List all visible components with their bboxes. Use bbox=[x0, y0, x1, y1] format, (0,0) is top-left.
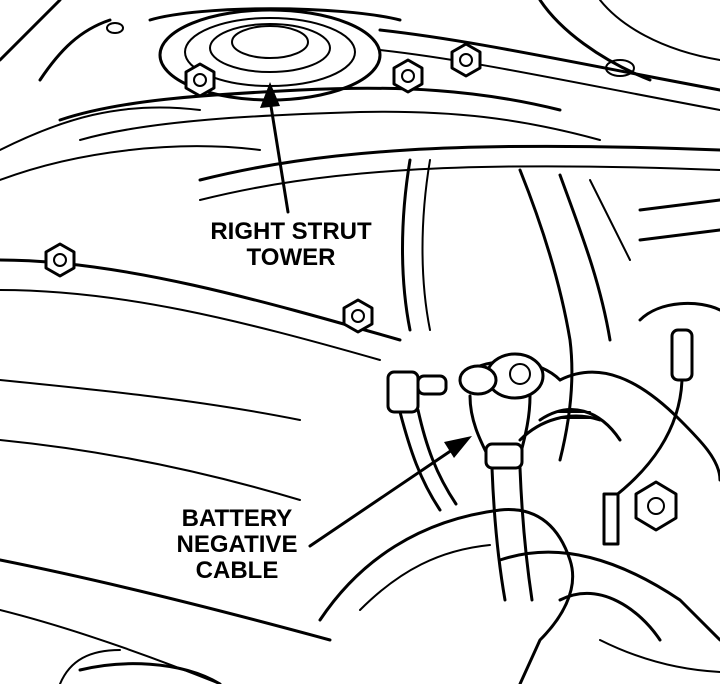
fender-edge bbox=[59, 508, 575, 684]
battery-negative-cable-label: BATTERY NEGATIVE CABLE bbox=[162, 506, 312, 584]
label-line: CABLE bbox=[195, 557, 279, 584]
bolt bbox=[450, 42, 482, 78]
hose-connector bbox=[386, 370, 458, 512]
right-strut-tower-label: RIGHT STRUT TOWER bbox=[196, 219, 386, 271]
bolt bbox=[184, 62, 216, 98]
label-line: NEGATIVE bbox=[176, 531, 298, 558]
battery-cable-arrow bbox=[308, 436, 472, 548]
label-line: RIGHT STRUT bbox=[210, 218, 372, 245]
cowl-panel bbox=[198, 0, 720, 332]
label-line: BATTERY bbox=[181, 505, 293, 532]
label-line: TOWER bbox=[246, 244, 336, 271]
engine-components bbox=[468, 168, 720, 673]
bolt bbox=[634, 480, 678, 532]
strut-tower bbox=[58, 7, 601, 141]
mounting-bolts bbox=[44, 22, 678, 532]
strut-tower-arrow bbox=[260, 82, 290, 214]
bolt bbox=[44, 242, 76, 278]
bolt bbox=[392, 58, 424, 94]
battery-cable-terminal bbox=[458, 352, 545, 602]
bolt bbox=[342, 298, 374, 334]
